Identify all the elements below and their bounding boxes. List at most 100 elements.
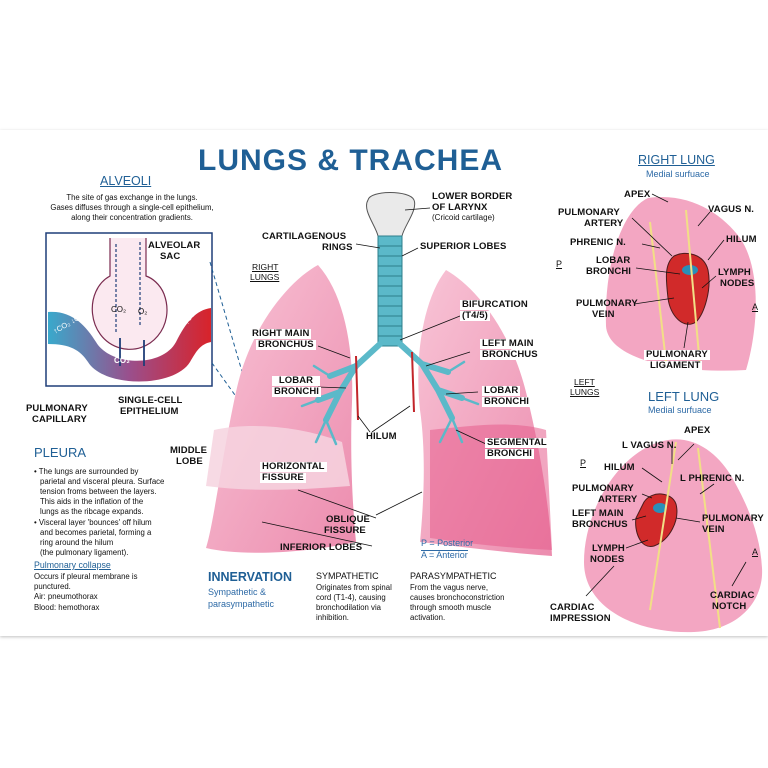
collapse-l1: Occurs if pleural membrane is: [34, 572, 138, 581]
left-phrenic-label: L PHRENIC N.: [680, 473, 745, 484]
innervation-sub-2: parasympathetic: [208, 599, 275, 609]
sympathetic-l2: cord (T1-4), causing: [316, 593, 386, 602]
left-lymph-label: LYMPH: [592, 543, 625, 554]
posterior-key: P = Posterior: [421, 538, 474, 548]
left-lungs-label-2: LUNGS: [570, 387, 600, 397]
parasympathetic-heading: PARASYMPATHETIC: [410, 571, 497, 581]
cardiac-impression-label-2: IMPRESSION: [550, 613, 611, 624]
sympathetic-l4: inhibition.: [316, 613, 349, 622]
lower-border-label-2: OF LARYNX: [432, 202, 488, 213]
lower-border-label: LOWER BORDER: [432, 191, 513, 202]
left-hilum-label: HILUM: [604, 462, 635, 473]
left-pulmonary-vein-label: PULMONARY: [702, 513, 764, 524]
segmental-bronchi-label: SEGMENTAL: [485, 437, 549, 449]
anatomy-illustration: [45, 192, 763, 633]
right-pulmonary-artery-label: PULMONARY: [558, 207, 620, 218]
right-vagus-line: [685, 209, 701, 367]
left-anterior-marker: A: [752, 547, 759, 557]
left-lungs-label: LEFT: [574, 377, 595, 387]
right-pulmonary-vein-label-2: VEIN: [592, 309, 615, 320]
middle-lobe-shade: [206, 426, 350, 490]
left-main-bronchus-medial-label: LEFT MAIN: [572, 508, 624, 519]
pleura-b1-l4: This aids in the inflation of the: [40, 497, 144, 506]
left-posterior-marker: P: [580, 458, 587, 468]
o2-bottom-label: O₂: [146, 350, 156, 359]
pulmonary-capillary-label: PULMONARY: [26, 403, 88, 414]
alveolar-sac-label: ALVEOLAR: [148, 240, 201, 251]
collapse-l3: Air: pneumothorax: [34, 592, 98, 601]
pleura-b2-l1: • Visceral layer 'bounces' off hilum: [34, 518, 152, 527]
pleura-b2-l2: and becomes parietal, forming a: [40, 528, 152, 537]
alveoli-heading: ALVEOLI: [100, 174, 152, 188]
cardiac-impression-label: CARDIAC: [550, 602, 595, 613]
inferior-lobes-label: INFERIOR LOBES: [280, 542, 363, 553]
right-lungs-label: RIGHT: [252, 262, 279, 272]
left-pulmonary-artery-label-2: ARTERY: [598, 494, 638, 505]
cardiac-notch-label-2: NOTCH: [712, 601, 747, 612]
pulmonary-capillary-label-2: CAPILLARY: [32, 414, 87, 425]
hilum-vessel-left: [411, 351, 415, 413]
alveoli-desc-2: Gases diffuses through a single-cell epi…: [50, 203, 214, 212]
right-anterior-marker: A: [752, 302, 759, 312]
pleura-b1-l5: lungs as the ribcage expands.: [40, 507, 144, 516]
alveoli-desc-1: The site of gas exchange in the lungs.: [66, 193, 198, 202]
trachea: [377, 235, 403, 347]
poster-canvas: LUNGS & TRACHEA ALVEOLI The site of gas …: [0, 130, 768, 636]
right-main-bronchus-label-2: BRONCHUS: [256, 339, 316, 351]
lower-border-label-3: (Cricoid cartilage): [432, 213, 495, 222]
right-lung-sub: Medial surfuace: [646, 169, 710, 179]
superior-lobes-label: SUPERIOR LOBES: [420, 241, 507, 252]
page-title: LUNGS & TRACHEA: [198, 144, 503, 177]
parasympathetic-l2: causes bronchoconstriction: [410, 593, 505, 602]
bifurcation-label: BIFURCATION: [460, 299, 530, 311]
right-phrenic-label: PHRENIC N.: [570, 237, 626, 248]
alveolar-sac-label-2: SAC: [160, 251, 181, 262]
hilum-vessel-right: [355, 355, 359, 421]
cartilagenous-label: CARTILAGENOUS: [262, 231, 347, 242]
right-lymph-label: LYMPH: [718, 267, 751, 278]
right-pulmonary-vein-label: PULMONARY: [576, 298, 638, 309]
left-vagus-line: [649, 441, 677, 611]
right-vagus-label: VAGUS N.: [708, 204, 755, 215]
lobar-bronchi-left-label-2: BRONCHI: [482, 396, 532, 408]
bronchi-tree: [315, 341, 465, 423]
oblique-fissure-label-2: FISSURE: [324, 525, 366, 536]
pulmonary-ligament-label-2: LIGAMENT: [648, 360, 703, 372]
left-apex-label: APEX: [684, 425, 711, 436]
bifurcation-label-2: (T4/5): [460, 310, 490, 322]
collapse-l4: Blood: hemothorax: [34, 603, 100, 612]
right-pulmonary-artery-label-2: ARTERY: [584, 218, 624, 229]
lobar-bronchi-left-label: LOBAR: [482, 385, 521, 397]
left-pulmonary-vein-label-2: VEIN: [702, 524, 725, 535]
hilum-label: HILUM: [366, 431, 397, 442]
parasympathetic-l1: From the vagus nerve,: [410, 583, 489, 592]
right-lung-heading: RIGHT LUNG: [638, 153, 715, 167]
sympathetic-l1: Originates from spinal: [316, 583, 392, 592]
left-hilum-bronchus: [653, 503, 667, 513]
right-apex-label: APEX: [624, 189, 651, 200]
middle-lobe-label-2: LOBE: [176, 456, 203, 467]
right-posterior-marker: P: [556, 259, 563, 269]
left-main-bronchus-label-2: BRONCHUS: [480, 349, 540, 361]
pleura-b1-l1: • The lungs are surrounded by: [34, 467, 139, 476]
single-cell-label: SINGLE-CELL: [118, 395, 183, 406]
innervation-heading: INNERVATION: [208, 570, 293, 584]
right-lobar-label-2: BRONCHI: [586, 266, 632, 277]
left-lymph-label-2: NODES: [590, 554, 625, 565]
right-lymph-label-2: NODES: [720, 278, 755, 289]
left-main-bronchus-label: LEFT MAIN: [480, 338, 536, 350]
horizontal-fissure-label: HORIZONTAL: [260, 461, 327, 473]
pleura-b2-l4: (the pulmonary ligament).: [40, 548, 129, 557]
left-pulmonary-artery-label: PULMONARY: [572, 483, 634, 494]
cardiac-notch-label: CARDIAC: [710, 590, 755, 601]
pulmonary-ligament-label: PULMONARY: [644, 349, 710, 361]
horizontal-fissure-label-2: FISSURE: [260, 472, 306, 484]
pleura-b1-l2: parietal and visceral pleura. Surface: [40, 477, 165, 486]
anterior-key: A = Anterior: [421, 550, 468, 560]
right-lobar-label: LOBAR: [596, 255, 631, 266]
o2-label: O₂: [138, 307, 148, 316]
right-hilum-label: HILUM: [726, 234, 757, 245]
sympathetic-l3: bronchodilation via: [316, 603, 382, 612]
capillary-vessel: [48, 308, 211, 382]
parasympathetic-l3: through smooth muscle: [410, 603, 492, 612]
